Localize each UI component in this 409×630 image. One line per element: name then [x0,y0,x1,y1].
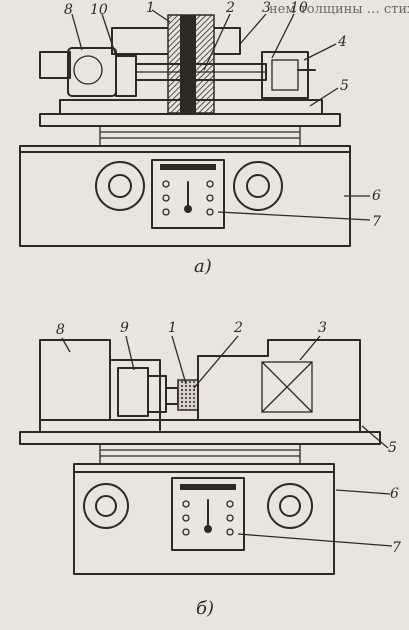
label-b-1: 1 [168,320,177,336]
label-b-2: 2 [233,320,243,336]
panel-b-handwheel-left [83,483,129,529]
panel-a-right-bearing [261,51,309,99]
leader-b-7 [237,533,393,547]
panel-a-motor-cap [39,51,71,79]
panel-a-knob [206,208,214,216]
panel-b-handwheel-right-hub [279,495,301,517]
label-b-6: 6 [390,486,399,502]
label-a-1: 1 [146,0,155,16]
leader-b-2 [193,335,239,389]
leader-a-4 [303,43,337,61]
leader-b-9 [125,335,135,371]
panel-b-handwheel-right [267,483,313,529]
panel-a-base-plate [39,113,341,127]
leader-a-10 [101,13,117,57]
panel-b-right-frame [197,339,361,421]
panel-b-knob [182,500,190,508]
panel-a-control-strip [160,164,216,170]
panel-b-knob [182,514,190,522]
leader-a-2 [203,13,231,71]
panel-b-ribbed-block [99,443,301,465]
panel-a-knob [162,194,170,202]
panel-b-right-housing [261,361,313,413]
panel-a-ribbed-block [99,125,301,147]
leader-b-1 [171,335,187,385]
label-a-10b: 10 [290,0,308,16]
panel-a-bearing-inner [271,59,299,91]
leader-a-3 [239,13,267,45]
label-a-4: 4 [337,34,347,50]
panel-a-knob [162,208,170,216]
panel-b-slide-plate [39,419,361,433]
panel-b-knob [226,500,234,508]
panel-a-motor [67,47,117,97]
label-b-5: 5 [388,440,397,456]
panel-a-knob [206,180,214,188]
leader-a-7 [217,211,371,221]
panel-a-handwheel-right [233,161,283,211]
label-b-3: 3 [318,320,327,336]
panel-b-cabinet [73,463,335,575]
panel-b-base-plate [19,431,381,445]
panel-a: 8 10 1 2 3 10 4 5 6 7 а) [19,0,381,277]
label-a-7: 7 [372,214,381,230]
leader-a-5 [309,87,339,107]
panel-b-control-panel [171,477,245,551]
panel-b-spindle-flange [147,375,167,413]
panel-a-knob [206,194,214,202]
panel-a-thermometer-bulb [184,205,192,213]
leader-b-6 [335,489,391,495]
leader-a-10b [271,13,295,59]
panel-b-control-strip [180,484,236,490]
label-a-2: 2 [225,0,235,16]
panel-b-spindle-housing [117,367,149,417]
label-a-8: 8 [64,2,73,18]
panel-b-thermometer-bulb [204,525,212,533]
panel-b: 8 9 1 2 3 5 6 7 б) [19,320,401,619]
leader-b-5 [361,425,389,449]
label-a-3: 3 [262,0,271,16]
panel-a-control-panel [151,159,225,229]
label-a-6: 6 [372,188,381,204]
panel-b-handwheel-left-hub [95,495,117,517]
header-text-fragment: нем толщины … стих [269,2,409,17]
panel-b-left-frame [39,339,111,421]
caption-b: б) [196,598,214,619]
panel-b-knob [182,528,190,536]
panel-a-handwheel-left-hub [108,174,132,198]
label-b-9: 9 [120,320,129,336]
panel-a-housing-left [115,55,137,97]
label-b-7: 7 [392,540,401,556]
leader-a-1 [151,9,171,23]
caption-a: а) [194,256,212,277]
panel-a-motor-circle [73,55,103,85]
panel-a-handwheel-right-hub [246,174,270,198]
panel-a-knob [162,180,170,188]
panel-b-left-step [109,359,161,431]
panel-a-handwheel-left [95,161,145,211]
panel-b-specimen [177,379,199,411]
label-a-5: 5 [340,78,349,94]
panel-b-knob [226,514,234,522]
leader-b-8 [61,337,71,353]
leader-a-8 [71,13,83,51]
label-b-8: 8 [56,322,65,338]
panel-b-knob [226,528,234,536]
panel-b-diagonal-2 [261,361,313,413]
label-a-10: 10 [90,2,108,18]
leader-b-3 [299,335,321,361]
panel-b-spindle-nose [165,387,179,405]
